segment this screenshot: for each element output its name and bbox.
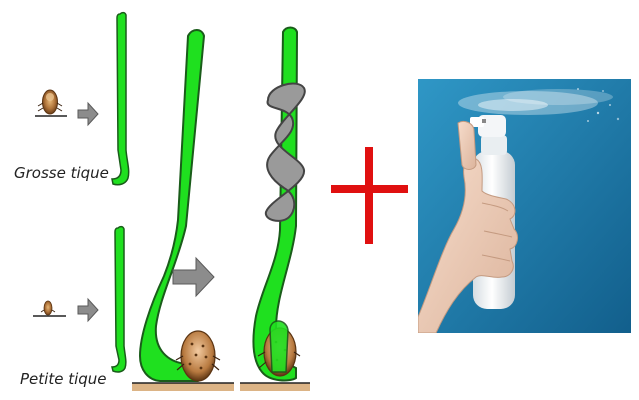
hook-twist-step bbox=[240, 28, 310, 392]
spray-photo bbox=[418, 79, 631, 333]
right-arrow-icon bbox=[173, 258, 214, 296]
large-tick-icon bbox=[38, 90, 62, 114]
large-tick-row bbox=[35, 13, 129, 185]
twist-arrow bbox=[266, 84, 305, 221]
narrow-hook-large bbox=[112, 13, 129, 185]
large-tick-label: Grosse tique bbox=[14, 164, 109, 182]
right-arrow-icon bbox=[78, 299, 98, 321]
hook-tool bbox=[140, 30, 204, 381]
spray-photo-canvas bbox=[418, 79, 631, 333]
skin-strip bbox=[132, 383, 234, 391]
small-tick-row bbox=[33, 227, 126, 372]
narrow-hook-small bbox=[112, 227, 126, 372]
skin-strip-2 bbox=[240, 383, 310, 391]
hook-insertion-step bbox=[132, 30, 234, 391]
right-arrow-icon bbox=[78, 103, 98, 125]
small-tick-icon bbox=[41, 301, 55, 315]
small-tick-label: Petite tique bbox=[20, 370, 107, 388]
plus-sign bbox=[331, 147, 408, 244]
